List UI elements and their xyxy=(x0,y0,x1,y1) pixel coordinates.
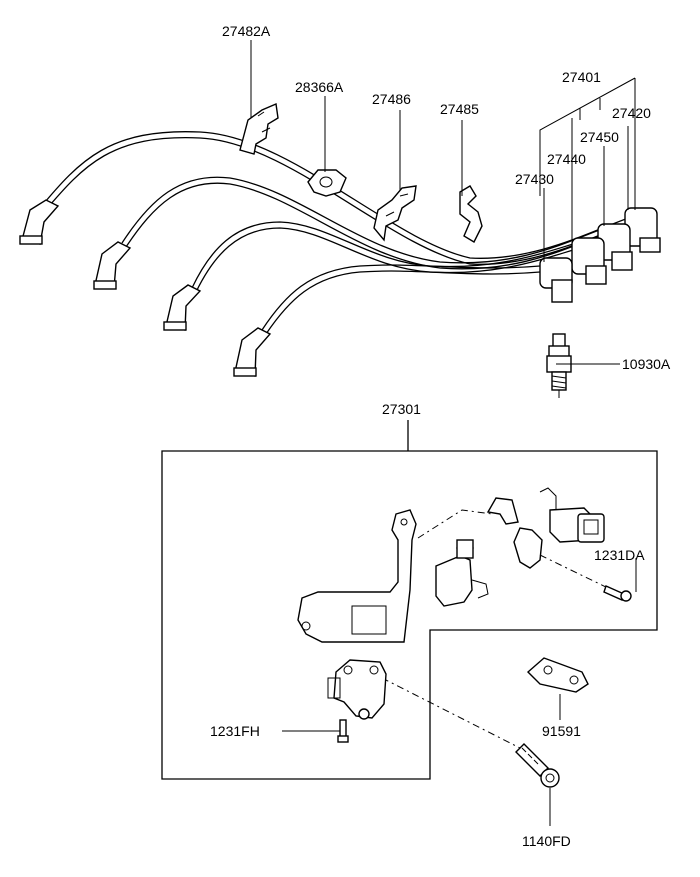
label-91591: 91591 xyxy=(542,723,581,739)
cable-3b xyxy=(195,227,581,293)
label-27486: 27486 xyxy=(372,91,411,107)
label-10930A: 10930A xyxy=(622,356,671,372)
clip-27485 xyxy=(459,185,483,243)
cable-1b xyxy=(43,137,641,265)
cable-end-left-2 xyxy=(93,241,132,290)
label-27482A: 27482A xyxy=(222,23,271,39)
spark-plug-10930A xyxy=(546,333,572,398)
bracket-91591 xyxy=(526,657,589,693)
ignition-coil xyxy=(435,539,489,607)
label-27420: 27420 xyxy=(612,105,651,121)
label-27301: 27301 xyxy=(382,401,421,417)
bolt-1140FD xyxy=(515,743,560,788)
cable-end-left-1 xyxy=(19,199,60,245)
cable-3 xyxy=(191,221,581,289)
cable-2 xyxy=(121,176,606,264)
connector-module xyxy=(539,487,605,543)
sensor-clamp xyxy=(513,527,543,569)
cable-boot-27430 xyxy=(539,257,573,303)
dash-leader-3 xyxy=(381,677,521,749)
cable-boot-27420 xyxy=(624,207,661,253)
label-27430: 27430 xyxy=(515,171,554,187)
label-27440: 27440 xyxy=(547,151,586,167)
cable-boot-27450 xyxy=(597,223,633,271)
screw-1231FH xyxy=(337,719,349,743)
cable-boot-27440 xyxy=(571,237,607,285)
label-28366A: 28366A xyxy=(295,79,344,95)
igniter-module xyxy=(327,659,387,720)
small-bracket xyxy=(486,497,519,525)
spark-plug-cable-set xyxy=(19,131,661,377)
cable-end-left-3 xyxy=(163,284,202,331)
leader-lines xyxy=(250,40,637,826)
dash-leader-1 xyxy=(417,509,493,539)
clip-28366A xyxy=(307,169,347,197)
dash-leader-2 xyxy=(539,554,613,591)
cable-2b xyxy=(125,182,606,270)
clip-27486 xyxy=(373,185,417,242)
bolt-1231DA xyxy=(603,585,632,602)
assembly-outline-27301 xyxy=(161,450,658,780)
label-1231FH: 1231FH xyxy=(210,723,260,739)
cable-end-left-4 xyxy=(233,327,272,377)
label-1231DA: 1231DA xyxy=(594,547,645,563)
clip-27482A xyxy=(239,102,279,155)
coil-bracket xyxy=(297,509,417,643)
label-27450: 27450 xyxy=(580,129,619,145)
label-1140FD: 1140FD xyxy=(522,833,571,849)
cable-4b xyxy=(265,270,541,335)
label-27401: 27401 xyxy=(562,69,601,85)
label-27485: 27485 xyxy=(440,101,479,117)
cable-4 xyxy=(261,264,541,331)
